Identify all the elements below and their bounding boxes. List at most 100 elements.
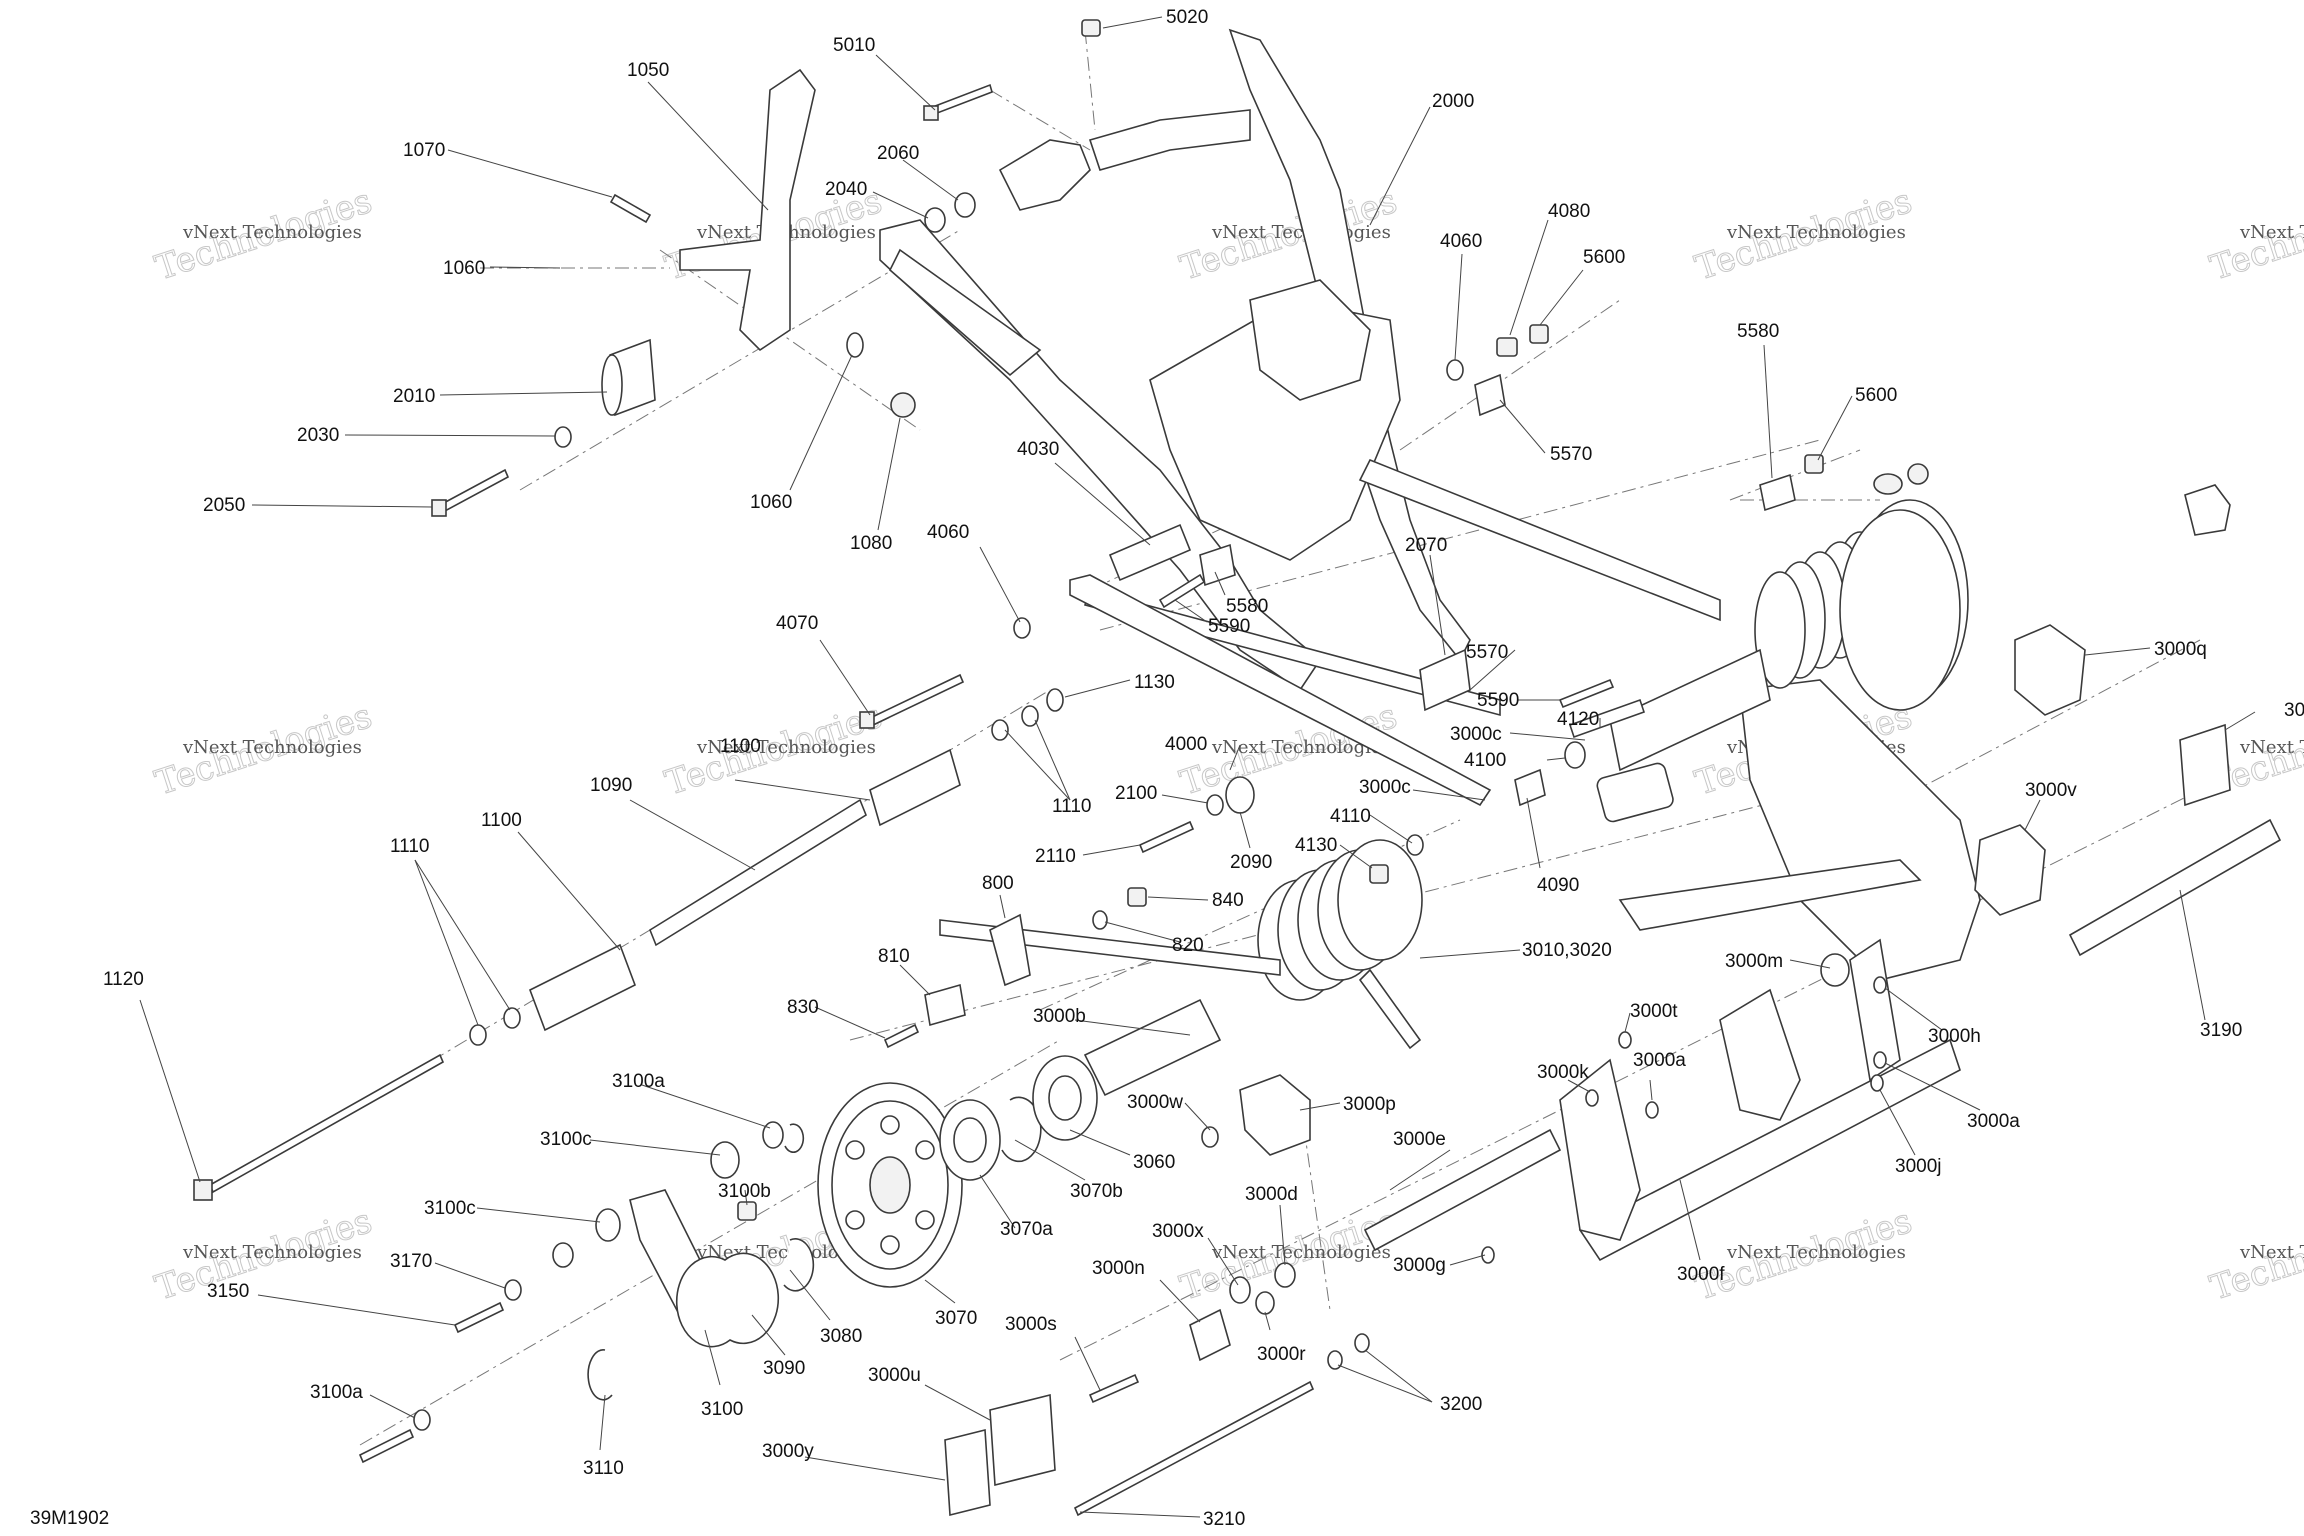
part-label: 4030 — [1017, 439, 1059, 460]
leader-line — [1299, 1102, 1341, 1111]
part-label: 1120 — [103, 969, 144, 990]
leader-line — [647, 81, 769, 211]
shaft-3210 — [1073, 1380, 1315, 1517]
watermark-text: vNext Technologies — [696, 737, 876, 758]
watermark: Technologies vNext Technologies — [1175, 180, 1402, 289]
part-label: 2050 — [203, 495, 245, 516]
axle-3000e — [1363, 1128, 1562, 1252]
washer-3000r — [1255, 1291, 1275, 1315]
part-label: 3000a — [1967, 1111, 2020, 1132]
watermark: Technologies vNext Technologies — [2205, 1200, 2304, 1309]
bolt-830 — [883, 1023, 920, 1049]
part-label: 3000c — [1450, 724, 1502, 745]
bolt-3000k — [1585, 1089, 1599, 1107]
leader-line — [517, 831, 621, 951]
leader-line — [1389, 1149, 1451, 1191]
leader-line — [414, 859, 511, 1011]
washer-3100c — [552, 1242, 574, 1268]
snap-ring-3110 — [587, 1349, 613, 1401]
watermark-text: vNext Technologies — [2239, 737, 2304, 758]
part-label: 800 — [982, 873, 1014, 894]
part-label: 3170 — [390, 1251, 432, 1272]
part-label: 1100 — [720, 736, 761, 757]
leader-line — [902, 159, 959, 201]
leader-line — [1069, 1129, 1131, 1156]
leader-line — [1526, 797, 1541, 869]
leader-line — [1412, 789, 1486, 801]
bushing-3000m — [1820, 953, 1850, 987]
watermark: Technologies vNext Technologies — [1690, 1200, 1917, 1309]
part-label: 3190 — [2200, 1020, 2242, 1041]
part-label: 3200 — [1440, 1394, 1482, 1415]
part-label: 840 — [1212, 890, 1244, 911]
upper-mount-eye — [1873, 473, 1903, 495]
washer-2040 — [924, 207, 946, 233]
block-3000v — [1974, 824, 2046, 916]
bushing-3100c — [595, 1208, 621, 1242]
front-arm-inner — [889, 248, 1042, 377]
watermark: Technologies vNext Technologies — [150, 695, 377, 804]
bolt-4120 — [1568, 698, 1646, 739]
part-label: 2100 — [1115, 783, 1157, 804]
part-label: 5590 — [1477, 690, 1519, 711]
leader-line — [1239, 811, 1251, 849]
bolt-head — [431, 499, 447, 517]
leader-line — [819, 639, 871, 716]
leader-line — [1449, 1254, 1486, 1266]
part-label: 4130 — [1295, 835, 1337, 856]
part-label: 3000t — [1630, 1001, 1678, 1022]
leader-line — [1509, 219, 1549, 336]
watermark: Technologies vNext Technologies — [1690, 180, 1917, 289]
leader-line — [1337, 1364, 1433, 1403]
drawing-id: 39M1902 — [30, 1508, 110, 1529]
part-label: 2110 — [1035, 846, 1076, 867]
washer-2030 — [554, 426, 572, 448]
leader-line — [1004, 729, 1071, 801]
torsion-spring — [939, 839, 1423, 1050]
leader-line — [751, 1314, 786, 1356]
leader-line — [789, 1269, 831, 1321]
leader-line — [1207, 1237, 1239, 1286]
bolt-5590 — [1158, 573, 1206, 609]
lower-bracket-right — [1719, 988, 1801, 1121]
washer-1110 — [503, 1007, 521, 1029]
snap-ring-3080 — [783, 1238, 815, 1292]
upper-arm-crossbar — [1088, 109, 1251, 171]
part-label: 830 — [787, 997, 819, 1018]
leader-line — [1454, 253, 1463, 361]
axis-line — [1084, 29, 1096, 131]
part-label: 1100 — [481, 810, 522, 831]
bolt-head — [923, 105, 939, 121]
leader-line — [1082, 844, 1141, 856]
leader-line — [1214, 571, 1226, 596]
leader-line — [1567, 1079, 1591, 1093]
leader-line — [1279, 1204, 1286, 1266]
part-label: 3110 — [583, 1458, 624, 1479]
watermark-text: vNext Technologies — [2239, 222, 2304, 243]
bushing-5580 — [1759, 473, 1796, 512]
leader-line — [1339, 844, 1373, 869]
leader-line — [1624, 1012, 1631, 1033]
part-label: 3000k — [1537, 1062, 1589, 1083]
part-label: 4070 — [776, 613, 818, 634]
part-label: 3000u — [868, 1365, 921, 1386]
part-label: 3100c — [540, 1129, 592, 1150]
watermark: Technologies vNext Technologies — [1175, 1200, 1402, 1309]
leader-line — [1229, 744, 1241, 771]
leader-line — [589, 1139, 721, 1156]
idler-wheel-3070-hub — [869, 1156, 911, 1214]
leader-line — [257, 1294, 456, 1326]
leader-line — [1469, 649, 1516, 691]
bolt-3000h — [1873, 976, 1887, 994]
washer-2100 — [1206, 794, 1224, 816]
bushing-5580 — [1199, 543, 1236, 587]
watermark-text: vNext Technologies — [2239, 1242, 2304, 1263]
leader-line — [414, 859, 479, 1026]
leader-line — [1074, 1019, 1191, 1036]
leader-line — [1499, 399, 1546, 454]
leader-line — [1054, 462, 1151, 546]
part-label: 3090 — [763, 1358, 805, 1379]
leader-line — [439, 391, 608, 396]
part-label: 3000c — [1359, 777, 1411, 798]
rear-wheel — [1839, 509, 1961, 711]
